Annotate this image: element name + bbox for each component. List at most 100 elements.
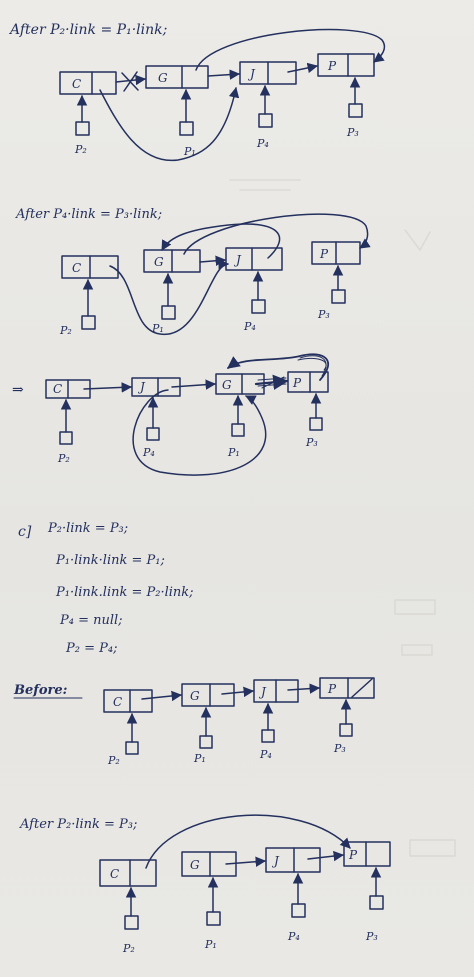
link-arrow bbox=[226, 353, 330, 381]
node-value: P bbox=[292, 376, 302, 390]
pointer-label: P₄ bbox=[243, 320, 256, 333]
link-arrow bbox=[171, 379, 217, 390]
pointer-label: P₃ bbox=[317, 308, 330, 321]
section-1-heading: After P₂·link = P₁·link; bbox=[8, 22, 167, 38]
pointer-label: P₃ bbox=[365, 930, 378, 943]
pointer-2: P₄ bbox=[243, 270, 266, 333]
cross-out bbox=[121, 71, 139, 92]
pointer-1: P₁ bbox=[204, 876, 221, 951]
code-line-5: P₂ = P₄; bbox=[65, 641, 117, 656]
node-value: G bbox=[222, 378, 232, 392]
link-arrow bbox=[83, 382, 133, 393]
pointer-2: P₄ bbox=[259, 702, 275, 761]
pointer-label: P₄ bbox=[287, 930, 300, 943]
node-value: P bbox=[348, 848, 358, 862]
link-arrow bbox=[287, 62, 319, 74]
section-4-heading: Before: bbox=[13, 683, 68, 698]
pointer-1: P₁ bbox=[179, 88, 196, 158]
link-arrow bbox=[199, 255, 227, 266]
pointer-label: P₂ bbox=[122, 942, 135, 955]
node-value: P bbox=[327, 682, 337, 696]
null-slash bbox=[351, 678, 373, 698]
section-5-heading: After P₂·link = P₃; bbox=[19, 817, 137, 832]
node-value: P bbox=[319, 247, 329, 261]
link-arrow bbox=[183, 213, 371, 255]
pointer-2: P₄ bbox=[287, 872, 306, 943]
part-c-label: c] bbox=[18, 524, 32, 540]
scribble bbox=[257, 376, 287, 389]
pointer-label: P₂ bbox=[57, 452, 70, 465]
pointer-1: P₄ bbox=[142, 396, 160, 459]
node-value: C bbox=[72, 261, 81, 275]
pointer-label: P₃ bbox=[333, 742, 346, 755]
pointer-0: P₂ bbox=[59, 278, 96, 337]
node-0: C bbox=[59, 71, 117, 95]
section-5: After P₂·link = P₃; C G J P P₂ bbox=[19, 814, 391, 955]
node-value: C bbox=[53, 382, 62, 396]
pointer-0: P₂ bbox=[74, 94, 90, 156]
pointer-label: P₂ bbox=[74, 143, 87, 156]
pointer-label: P₂ bbox=[107, 754, 120, 767]
link-arrow bbox=[195, 28, 386, 71]
pointer-1: P₁ bbox=[193, 706, 213, 765]
node-value: G bbox=[154, 255, 164, 269]
node-2: J bbox=[253, 679, 299, 703]
node-value: C bbox=[72, 77, 81, 91]
pointer-label: P₃ bbox=[305, 436, 318, 449]
link-arrow bbox=[132, 389, 267, 476]
node-1: G bbox=[181, 683, 235, 707]
pointer-3: P₃ bbox=[346, 76, 363, 139]
pointer-label: P₁ bbox=[204, 938, 217, 951]
node-3: P bbox=[317, 53, 375, 77]
node-value: P bbox=[327, 59, 337, 73]
pointer-1: P₁ bbox=[151, 272, 176, 335]
bleed-through bbox=[229, 179, 456, 857]
section-3-heading: ⇒ bbox=[12, 382, 24, 398]
pointer-label: P₁ bbox=[151, 322, 164, 335]
section-1: After P₂·link = P₁·link; C G J P bbox=[8, 22, 386, 162]
node-1: G bbox=[143, 249, 201, 273]
node-0: C bbox=[61, 255, 119, 279]
section-4: Before: C G J P P₂ bbox=[13, 677, 375, 767]
code-line-1: P₂·link = P₃; bbox=[47, 521, 128, 536]
link-arrow bbox=[254, 374, 289, 390]
section-2-heading: After P₄·link = P₃·link; bbox=[15, 207, 162, 222]
pointer-0: P₂ bbox=[57, 398, 73, 465]
pointer-0: P₂ bbox=[122, 886, 139, 955]
node-value: C bbox=[113, 695, 122, 709]
section-2: After P₄·link = P₃·link; C G J P bbox=[15, 207, 371, 337]
pointer-label: P₂ bbox=[59, 324, 72, 337]
node-value: J bbox=[137, 380, 146, 394]
pointer-2: P₁ bbox=[227, 394, 245, 459]
node-2: J bbox=[239, 61, 297, 85]
node-value: J bbox=[258, 685, 267, 699]
link-arrow bbox=[287, 683, 321, 694]
scribble bbox=[297, 355, 327, 377]
pointer-label: P₃ bbox=[346, 126, 359, 139]
link-arrow bbox=[207, 69, 241, 80]
code-line-4: P₄ = null; bbox=[59, 613, 123, 628]
node-3: P bbox=[287, 371, 329, 393]
node-3: P bbox=[319, 677, 375, 699]
node-1: G bbox=[181, 851, 237, 877]
pointer-label: P₁ bbox=[193, 752, 206, 765]
link-arrow bbox=[109, 258, 230, 335]
pointer-label: P₄ bbox=[256, 137, 269, 150]
section-3: ⇒ C J G P bbox=[12, 353, 330, 476]
node-3: P bbox=[343, 841, 391, 867]
pointer-3: P₃ bbox=[365, 866, 384, 943]
link-arrow bbox=[161, 223, 281, 259]
node-value: J bbox=[271, 854, 280, 868]
node-value: J bbox=[233, 253, 242, 267]
link-arrow bbox=[221, 686, 255, 698]
part-c-code: c] P₂·link = P₃; P₁·link·link = P₁; P₁·l… bbox=[18, 521, 194, 656]
node-value: G bbox=[190, 858, 200, 872]
pointer-label: P₄ bbox=[142, 446, 155, 459]
node-2: J bbox=[265, 847, 321, 873]
node-0: C bbox=[99, 859, 157, 887]
node-value: J bbox=[247, 67, 256, 81]
node-3: P bbox=[311, 241, 361, 265]
link-arrow bbox=[99, 86, 240, 162]
node-value: C bbox=[110, 867, 119, 881]
